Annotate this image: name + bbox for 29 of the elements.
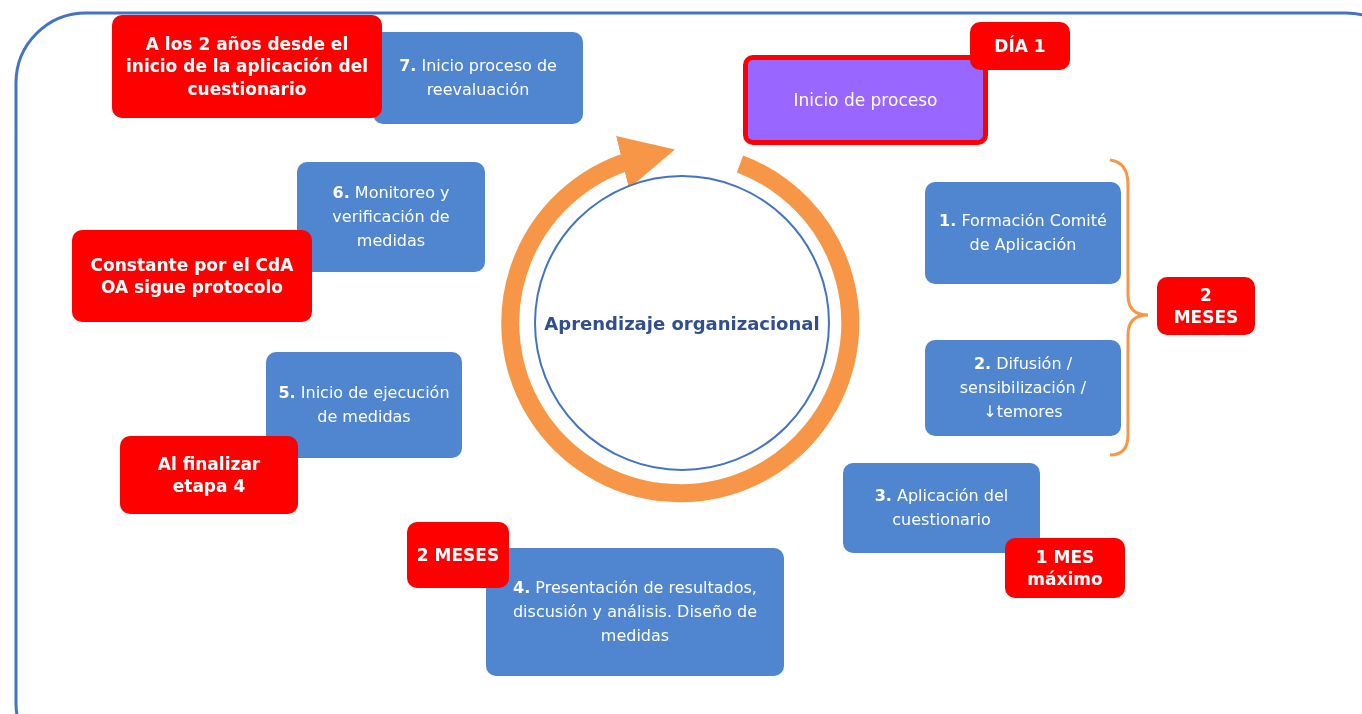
time-note (407, 522, 509, 588)
time-note (120, 436, 298, 514)
note-text: A los 2 años desde el inicio de la aplicación del cuestionario (124, 33, 370, 100)
start-box (743, 55, 988, 145)
note-text: 1 MES máximo (1026, 545, 1104, 591)
step-box (266, 352, 462, 458)
note-text: 2 MESES (1172, 283, 1240, 329)
note-text: DÍA 1 (994, 34, 1046, 58)
time-note (1005, 538, 1125, 598)
step-text: 4. Presentación de resultados, discusión y análisis. Diseño de medidas (511, 577, 759, 647)
note-text: Constante por el CdA OA sigue protocolo (89, 253, 295, 299)
note-text: 2 MESES (416, 543, 500, 567)
time-note (112, 15, 382, 118)
step-text: 5. Inicio de ejecución de medidas (277, 382, 451, 428)
step-box (373, 32, 583, 124)
step-text: 3. Aplicación del cuestionario (873, 485, 1010, 531)
center-text: Aprendizaje organizacional (544, 312, 820, 334)
step-box (925, 182, 1121, 284)
time-note (72, 230, 312, 322)
step-box (297, 162, 485, 272)
step-text: 1. Formación Comité de Aplicación (938, 210, 1108, 256)
step-box (925, 340, 1121, 436)
step-text: 2. Difusión / sensibilización / ↓temores (958, 353, 1088, 423)
note-text: Al finalizar etapa 4 (156, 452, 262, 498)
time-note (970, 22, 1070, 70)
step-text: Inicio de proceso (793, 90, 938, 110)
time-note (1157, 277, 1255, 335)
step-text: 7. Inicio proceso de reevaluación (398, 55, 558, 101)
step-text: 6. Monitoreo y verificación de medidas (331, 182, 451, 252)
